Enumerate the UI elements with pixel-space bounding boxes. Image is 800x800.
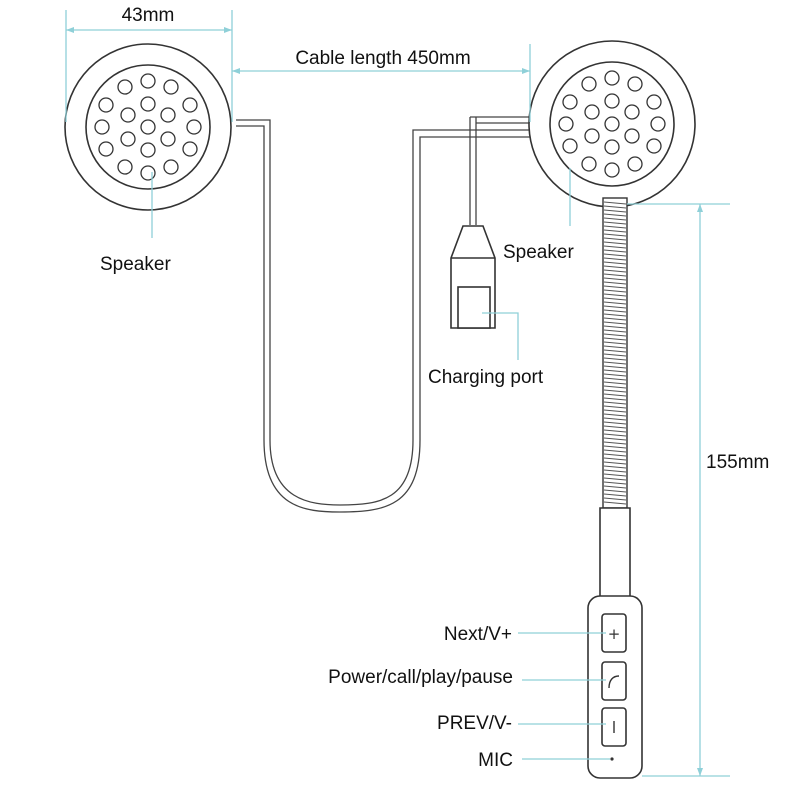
speaker-width-label: 43mm (122, 5, 175, 26)
speaker-right (528, 40, 696, 208)
next-vol-up-label: Next/V+ (444, 624, 512, 645)
cable-left-speaker (236, 119, 530, 513)
dimension-speaker-width: 43mm (65, 5, 233, 122)
speaker-grille-left (94, 73, 202, 181)
cable-charging-port (469, 116, 530, 225)
charging-connector (450, 225, 496, 329)
phone-icon (608, 675, 620, 689)
mic-label: MIC (478, 750, 513, 771)
dimension-cable-length: Cable length 450mm (232, 44, 531, 122)
boom-coil (603, 201, 627, 505)
boom-length-label: 155mm (706, 452, 769, 473)
mic-dot-icon (610, 757, 614, 761)
speaker-grille-right (558, 70, 666, 178)
dimension-boom-length: 155mm (627, 203, 769, 777)
speaker-left-label: Speaker (100, 254, 171, 275)
speaker-right-label: Speaker (503, 242, 574, 263)
cable-length-label: Cable length 450mm (295, 48, 470, 69)
control-unit: + (587, 595, 643, 779)
plus-icon: + (608, 625, 621, 643)
prev-vol-down-label: PREV/V- (437, 713, 512, 734)
power-call-play-pause-label: Power/call/play/pause (328, 667, 513, 688)
speaker-left (64, 43, 232, 211)
gooseneck-boom (599, 197, 631, 599)
charging-port-label: Charging port (428, 367, 544, 388)
